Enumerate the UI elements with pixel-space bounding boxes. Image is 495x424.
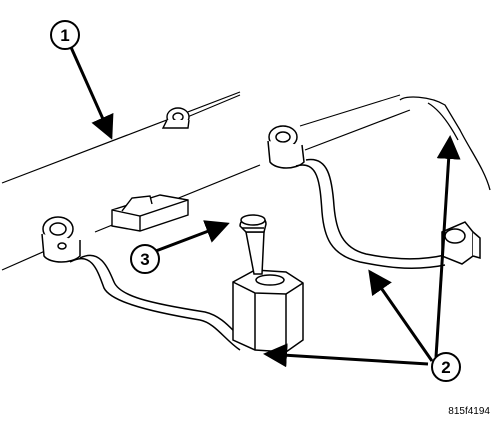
right-fitting <box>441 221 481 265</box>
rail-upper-edge <box>184 94 401 127</box>
upper-fuel-line <box>295 158 446 269</box>
callout-2: 2 <box>431 352 461 382</box>
left-fitting <box>41 216 81 263</box>
center-hex-nut <box>232 269 304 353</box>
bracket-block <box>111 194 189 232</box>
figure-code: 815f4194 <box>448 406 490 417</box>
leader-2-low <box>263 343 429 368</box>
upper-fitting <box>267 125 305 169</box>
callout-1-label: 1 <box>60 26 69 45</box>
top-right-fitting <box>399 96 491 191</box>
left-fuel-line <box>69 254 241 351</box>
leader-2-mid <box>368 269 434 362</box>
callout-3-label: 3 <box>140 250 149 269</box>
rear-fitting <box>161 107 190 129</box>
callout-3: 3 <box>130 244 160 274</box>
leader-1 <box>68 44 114 140</box>
leader-2-top <box>434 135 461 358</box>
callout-2-label: 2 <box>441 358 450 377</box>
callout-1: 1 <box>50 20 80 50</box>
tube-nozzle <box>239 214 267 275</box>
